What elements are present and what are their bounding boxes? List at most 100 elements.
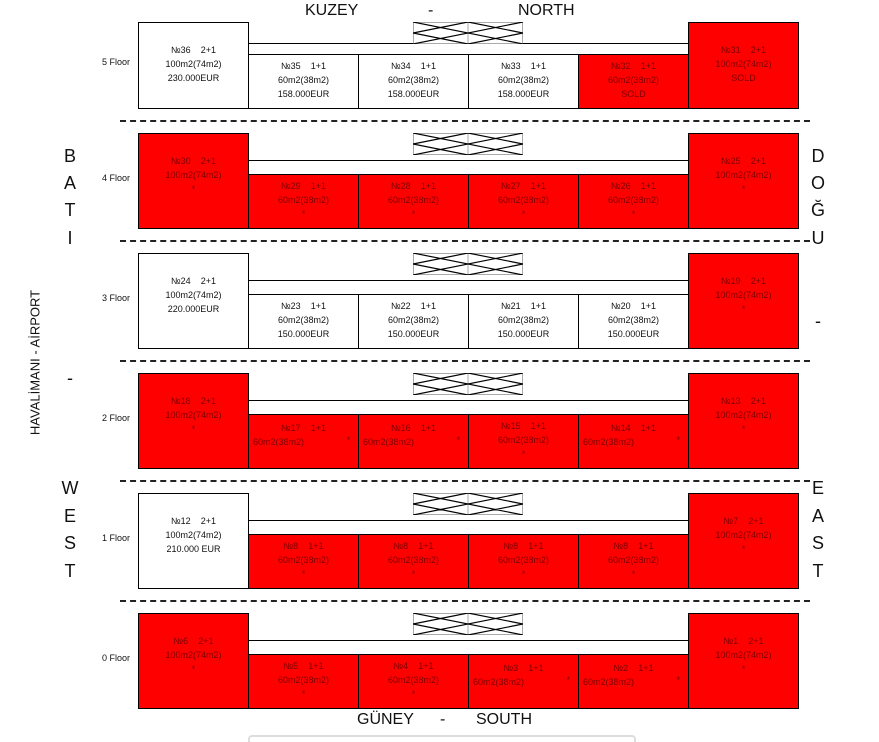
unit-type: 1+1 (638, 541, 654, 551)
unit-type: 1+1 (530, 181, 546, 191)
unit-area: 60m2(38m2) (473, 677, 525, 687)
unit-status: * (741, 184, 746, 194)
east-separator: - (815, 311, 821, 331)
unit-type: 1+1 (420, 423, 436, 433)
unit-number: №13 (721, 396, 741, 406)
stairs-icon (412, 21, 524, 49)
unit-type: 2+1 (200, 516, 216, 526)
west-en-letter: S (63, 533, 76, 553)
unit-area: 60m2(38m2) (607, 315, 660, 325)
unit-type: 2+1 (200, 276, 216, 286)
unit-status: * (566, 675, 570, 685)
unit-number: №15 (501, 421, 521, 431)
unit-number: №23 (281, 301, 301, 311)
unit-area: 60m2(38m2) (253, 437, 305, 447)
unit-number: №30 (171, 156, 191, 166)
east-tr-letter: U (811, 228, 825, 248)
unit-type: 1+1 (640, 301, 656, 311)
unit-status: * (411, 569, 416, 579)
unit-status: 150.000EUR (277, 329, 330, 339)
unit-status: 158.000EUR (277, 89, 330, 99)
unit-status: 158.000EUR (497, 89, 550, 99)
floor-label: 5 Floor (101, 57, 130, 67)
west-en-letter: E (63, 506, 76, 526)
floor-label: 4 Floor (101, 172, 130, 183)
unit-number: №24 (171, 276, 191, 286)
bottom-panel (248, 735, 636, 742)
unit-number: №16 (391, 423, 411, 433)
unit-status: * (301, 209, 306, 219)
west-en-letter: W (61, 478, 79, 498)
unit-status: * (521, 209, 526, 219)
unit-type: 1+1 (420, 61, 436, 71)
stairs-icon (412, 132, 524, 160)
unit-number: №20 (611, 301, 631, 311)
unit-status: * (411, 209, 416, 219)
floor-divider (120, 120, 810, 122)
east-en-letter: E (811, 478, 824, 498)
unit-number: №36 (171, 45, 191, 55)
unit-number: №28 (391, 181, 411, 191)
unit-number: №4 (393, 661, 409, 671)
unit-area: 100m2(74m2) (715, 59, 772, 69)
floor-divider (120, 360, 810, 362)
unit-area: 60m2(38m2) (277, 555, 330, 565)
west-tr-letter: T (64, 200, 76, 220)
north-separator: - (428, 2, 434, 19)
floor-label: 1 Floor (101, 532, 130, 543)
unit-type: 1+1 (310, 61, 326, 71)
east-en-letter: S (811, 533, 824, 553)
unit-number: №7 (723, 516, 739, 526)
unit-area: 100m2(74m2) (165, 170, 222, 180)
unit-type: 1+1 (640, 423, 656, 433)
unit-number: №29 (281, 181, 301, 191)
unit-number: №19 (721, 276, 741, 286)
unit-area: 60m2(38m2) (363, 437, 415, 447)
unit-type: 1+1 (310, 301, 326, 311)
unit-status: * (346, 435, 350, 445)
unit-number: №21 (501, 301, 521, 311)
unit-area: 60m2(38m2) (497, 75, 550, 85)
unit-status: * (456, 435, 460, 445)
unit-number: №17 (281, 423, 301, 433)
corridor (248, 520, 688, 535)
west-tr-letter: I (67, 228, 73, 248)
unit-status: * (301, 569, 306, 579)
west-separator: - (67, 368, 73, 388)
unit-status: * (741, 424, 746, 434)
unit-status: * (741, 664, 746, 674)
west-en-letter: T (64, 561, 76, 581)
unit-type: 2+1 (750, 45, 766, 55)
unit-area: 100m2(74m2) (165, 410, 222, 420)
corridor (248, 640, 688, 655)
unit-type: 1+1 (418, 541, 434, 551)
unit-number: №35 (281, 61, 301, 71)
unit-number: №26 (611, 181, 631, 191)
unit-type: 2+1 (200, 156, 216, 166)
unit-area: 60m2(38m2) (583, 677, 635, 687)
